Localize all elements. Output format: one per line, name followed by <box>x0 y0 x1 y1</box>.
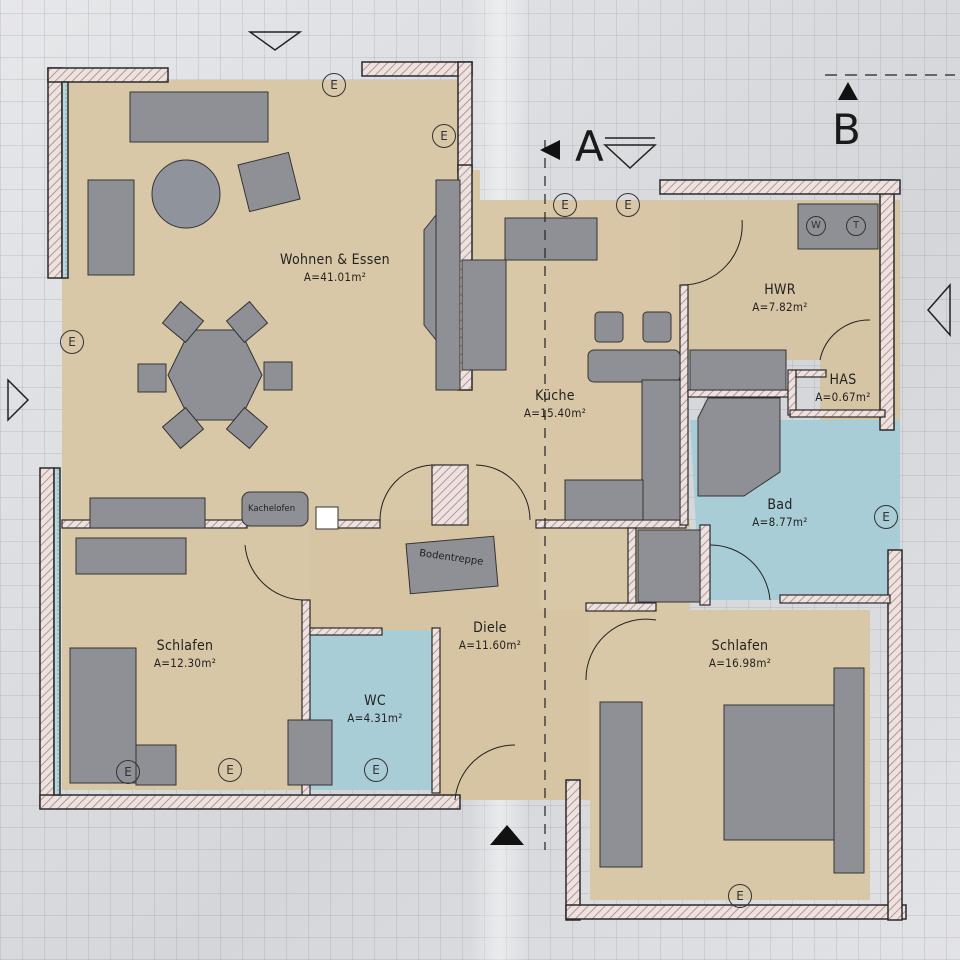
bodentreppe <box>405 535 499 595</box>
room-schlafen-right: Schlafen A=16.98m² <box>685 638 795 672</box>
dryer-icon: T <box>846 216 866 236</box>
washer-icon: W <box>806 216 826 236</box>
outlet-marker-icon: E <box>432 124 456 148</box>
room-schlafen-left: Schlafen A=12.30m² <box>135 638 235 672</box>
room-area: A=0.67m² <box>815 390 871 404</box>
sofa <box>129 91 269 143</box>
section-a-view-triangle <box>603 144 657 170</box>
wardrobe <box>599 701 643 868</box>
exterior-walls <box>39 61 907 921</box>
entrance-arrow <box>490 825 524 845</box>
room-wc: WC A=4.31m² <box>335 693 415 727</box>
section-label-b: B <box>832 105 861 154</box>
room-area: A=8.77m² <box>752 515 808 529</box>
doors <box>244 219 871 801</box>
outlet-marker-icon: E <box>728 884 752 908</box>
section-a-arrow <box>540 140 560 160</box>
outlet-marker-icon: E <box>553 193 577 217</box>
kachelofen <box>241 491 309 527</box>
room-diele: Diele A=11.60m² <box>450 620 530 654</box>
room-has: HAS A=0.67m² <box>808 372 878 406</box>
room-area: A=4.31m² <box>347 711 403 725</box>
bathtub <box>697 397 781 497</box>
kitchen-counter-top <box>504 217 598 261</box>
room-name: Küche <box>535 388 575 404</box>
outlet-marker-icon: E <box>616 193 640 217</box>
room-name: Diele <box>473 620 507 636</box>
room-area: A=15.40m² <box>523 406 587 420</box>
room-wohnen-essen: Wohnen & Essen A=41.01m² <box>250 252 420 286</box>
room-hwr: HWR A=7.82m² <box>735 282 825 316</box>
section-b-arrow <box>838 82 858 100</box>
room-name: Bad <box>767 497 793 513</box>
room-area: A=41.01m² <box>303 270 367 284</box>
outlet-marker-icon: E <box>60 330 84 354</box>
room-kueche: Küche A=15.40m² <box>505 388 605 422</box>
outlet-marker-icon: E <box>874 505 898 529</box>
furniture <box>69 91 879 874</box>
outlet-marker-icon: E <box>218 758 242 782</box>
room-area: A=7.82m² <box>752 300 808 314</box>
outlet-marker-icon: E <box>364 758 388 782</box>
room-name: Schlafen <box>156 638 214 654</box>
sideboard <box>89 497 206 529</box>
section-label-a: A <box>575 122 604 171</box>
room-area: A=11.60m² <box>458 638 522 652</box>
room-name: Schlafen <box>711 638 769 654</box>
room-area: A=16.98m² <box>708 656 772 670</box>
room-name: WC <box>364 693 386 709</box>
room-name: Wohnen & Essen <box>280 252 390 268</box>
kitchen-island <box>587 349 681 383</box>
room-bad: Bad A=8.77m² <box>735 497 825 531</box>
shower-hall <box>637 529 701 603</box>
room-area: A=12.30m² <box>153 656 217 670</box>
outlet-marker-icon: E <box>116 760 140 784</box>
sofa-side <box>87 179 135 276</box>
kachelofen-label: Kachelofen <box>248 504 296 514</box>
room-name: HAS <box>829 372 857 388</box>
room-name: HWR <box>764 282 796 298</box>
outlet-marker-icon: E <box>322 73 346 97</box>
